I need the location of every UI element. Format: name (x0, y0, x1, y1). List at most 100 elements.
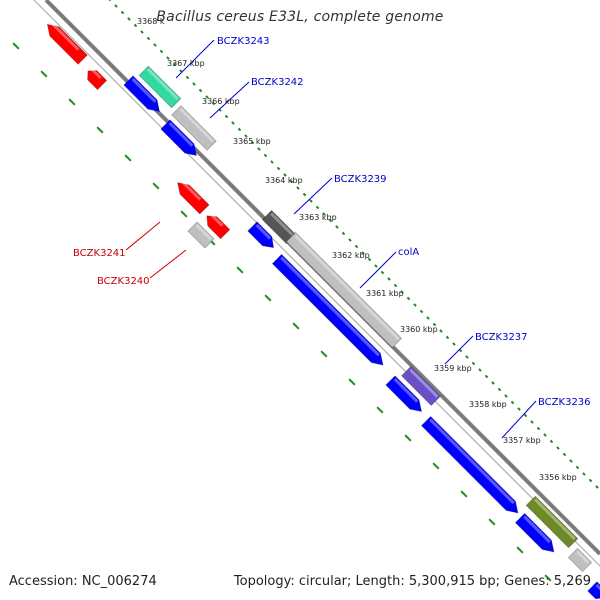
scale-tick (315, 205, 320, 210)
scale-tick (504, 394, 508, 398)
scale-tick (159, 49, 164, 54)
gene-label: BCZK3242 (251, 77, 304, 88)
scale-tick (517, 407, 521, 411)
gene-callout-line (501, 400, 537, 439)
scale-tick (406, 296, 411, 301)
forward-cds-arrow (271, 253, 384, 366)
scale-label: 3360 kbp (400, 325, 438, 334)
reverse-cds-arrow (177, 180, 210, 215)
scale-tick (544, 574, 552, 582)
forward-cds-arrow (247, 221, 275, 249)
scale-tick (68, 98, 76, 106)
scale-label: 3365 kbp (233, 137, 271, 146)
scale-tick (146, 36, 151, 41)
gene-label: BCZK3236 (538, 397, 591, 408)
forward-cds-arrow (514, 512, 555, 553)
scale-tick (488, 518, 496, 526)
scale-tick (296, 186, 300, 190)
scale-tick (264, 294, 272, 302)
scale-tick (419, 309, 424, 314)
scale-tick (124, 154, 132, 162)
scale-tick (582, 472, 586, 476)
other-feature (171, 105, 217, 151)
scale-tick (510, 400, 515, 405)
scale-tick (361, 251, 365, 255)
scale-tick (140, 30, 144, 34)
scale-tick (152, 182, 160, 190)
scale-tick (292, 322, 300, 330)
other-feature (261, 209, 297, 245)
gene-label: BCZK3239 (334, 174, 387, 185)
other-feature (567, 547, 593, 573)
scale-label: 3361 kbp (366, 289, 404, 298)
scale-tick (530, 420, 534, 424)
scale-tick (172, 62, 177, 67)
scale-tick (516, 546, 524, 554)
scale-label: 3367 kbp (167, 59, 205, 68)
gene-callout-line (359, 251, 397, 289)
gene-callout-line (175, 39, 215, 79)
scale-tick (367, 257, 372, 262)
gene-callout-line (444, 335, 474, 365)
scale-tick (354, 244, 359, 249)
scale-tick (257, 147, 261, 151)
gene-features (46, 21, 600, 600)
scale-tick (236, 266, 244, 274)
scale-tick (335, 225, 339, 229)
scale-tick (445, 335, 450, 340)
scale-tick (250, 140, 255, 145)
scale-tick (432, 462, 440, 470)
scale-label: 3358 kbp (469, 400, 507, 409)
map-title: Bacillus cereus E33L, complete genome (156, 9, 444, 25)
scale-tick (588, 478, 593, 483)
scale-label: 3356 kbp (539, 473, 577, 482)
scale-tick (432, 322, 437, 327)
scale-tick (400, 290, 404, 294)
scale-tick (211, 101, 216, 106)
gene-callout-line (149, 249, 187, 279)
scale-tick (205, 95, 209, 99)
scale-tick (575, 465, 580, 470)
scale-tick (569, 459, 573, 463)
scale-tick (270, 160, 274, 164)
other-feature (400, 365, 442, 407)
scale-tick (549, 439, 554, 444)
gene-label: BCZK3241 (73, 248, 126, 259)
scale-tick (237, 127, 242, 132)
forward-cds-arrow (123, 75, 161, 113)
scale-tick (231, 121, 235, 125)
scale-tick (120, 10, 125, 15)
scale-tick (387, 277, 391, 281)
scale-tick (341, 231, 346, 236)
scale-tick (452, 342, 456, 346)
gene-callout-line (209, 81, 250, 119)
scale-tick (114, 4, 118, 8)
scale-tick (320, 350, 328, 358)
reverse-cds-arrow (87, 68, 108, 91)
other-feature (187, 221, 215, 249)
reverse-cds-arrow (46, 21, 88, 65)
scale-tick (595, 485, 599, 489)
scale-tick (276, 166, 281, 171)
scale-tick (12, 42, 20, 50)
gene-label: BCZK3243 (217, 36, 270, 47)
scale-tick (198, 88, 203, 93)
scale-tick (328, 218, 333, 223)
scale-tick (263, 153, 268, 158)
scale-tick (484, 374, 489, 379)
scale-tick (523, 413, 528, 418)
scale-label: 3357 kbp (503, 436, 541, 445)
scale-tick (439, 329, 443, 333)
forward-cds-arrow (160, 119, 198, 157)
scale-tick (380, 270, 385, 275)
scale-label: 3359 kbp (434, 364, 472, 373)
scale-tick (491, 381, 495, 385)
accession-text: Accession: NC_006274 (9, 574, 157, 589)
scale-tick (133, 23, 138, 28)
gene-label: BCZK3240 (97, 276, 150, 287)
scale-tick (108, 0, 112, 2)
gene-label-lines (125, 39, 537, 439)
